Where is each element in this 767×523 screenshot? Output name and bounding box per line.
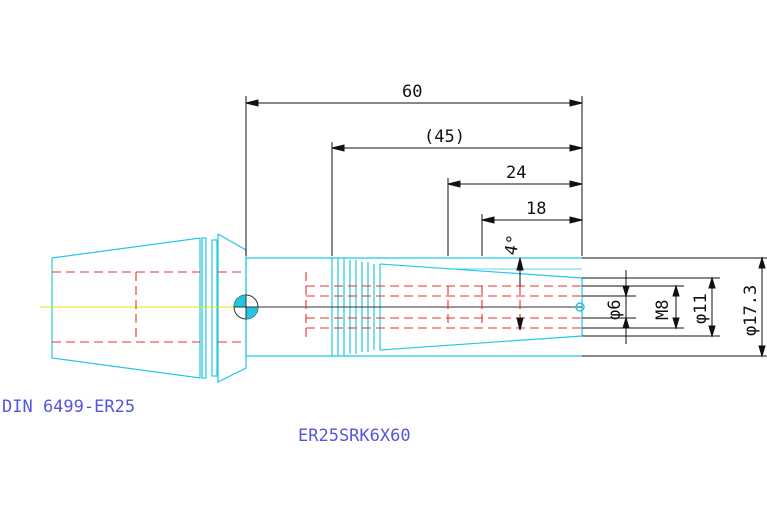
tip-point-icon: [575, 302, 585, 312]
dim-ref-length: (45): [424, 127, 465, 147]
dim-length-18: 18: [526, 199, 546, 219]
center-mark-icon: [233, 294, 259, 320]
dim-thread: M8: [653, 300, 673, 320]
dim-total-length: 60: [402, 82, 422, 102]
dim-dia-11: φ11: [691, 293, 711, 324]
dim-angle: 4°: [501, 233, 524, 257]
dim-length-24: 24: [506, 163, 526, 183]
dim-dia-17: φ17.3: [741, 285, 761, 336]
collet-body: [51, 233, 247, 383]
hidden-lines: [52, 271, 582, 343]
dimension-lines: [245, 96, 767, 358]
label-part-number: ER25SRK6X60: [298, 426, 411, 446]
label-collet-standard: DIN 6499-ER25: [2, 397, 135, 417]
dim-dia-6: φ6: [605, 300, 625, 320]
